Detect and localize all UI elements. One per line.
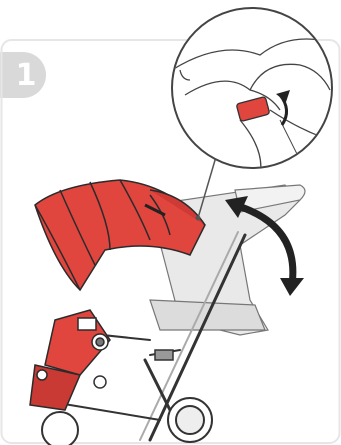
magnify-callout	[172, 8, 340, 175]
hinge	[94, 350, 173, 388]
seat-red	[30, 310, 110, 410]
